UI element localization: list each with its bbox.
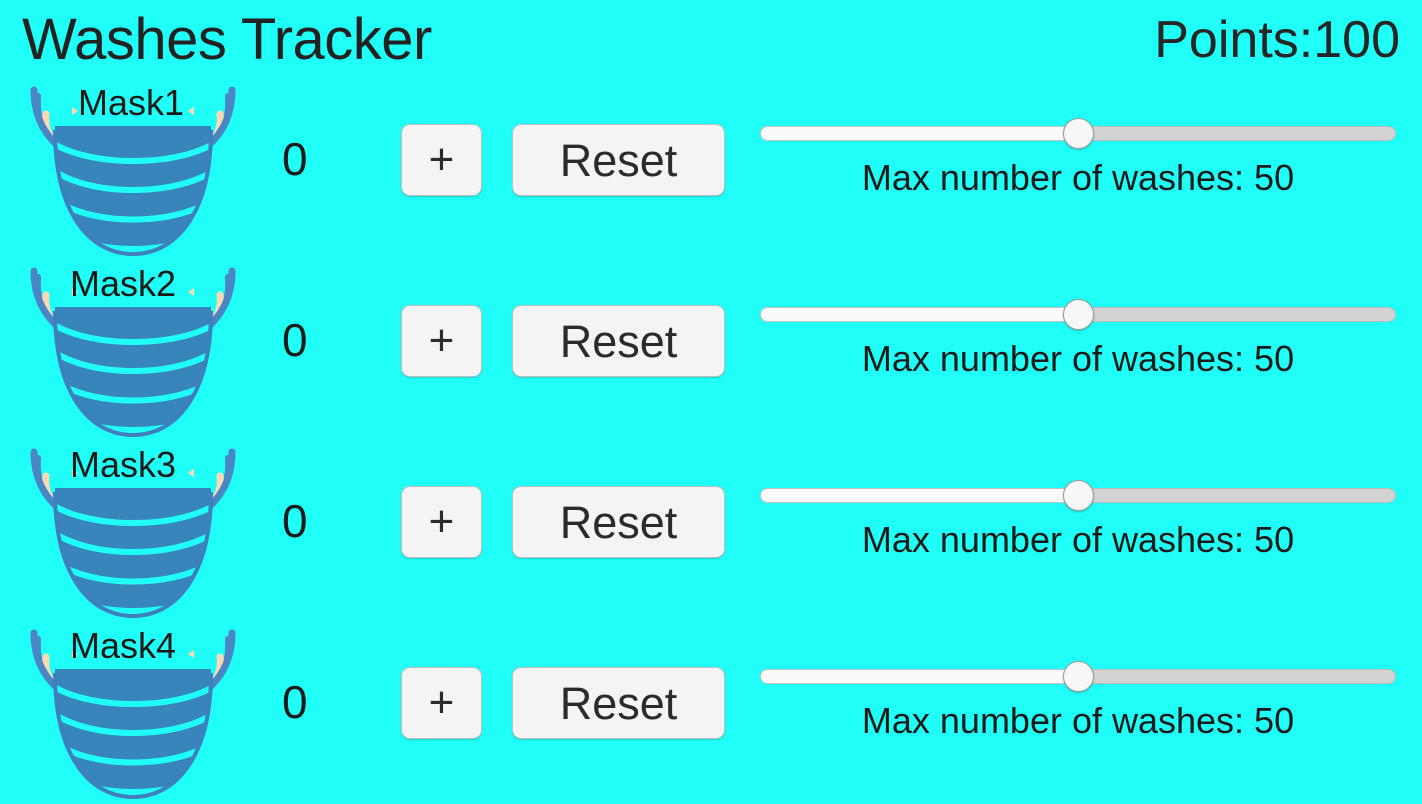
slider-thumb-3[interactable] bbox=[1063, 480, 1094, 511]
increment-button-3[interactable]: + bbox=[401, 486, 482, 558]
max-washes-slider-area: Max number of washes: 50 bbox=[760, 110, 1396, 240]
max-washes-caption-2: Max number of washes: 50 bbox=[861, 338, 1295, 379]
slider-fill bbox=[760, 669, 1078, 684]
reset-button-1[interactable]: Reset bbox=[512, 124, 725, 196]
mask-icon-2: Mask2 bbox=[14, 263, 252, 441]
slider-fill bbox=[760, 307, 1078, 322]
mask-row-2: Mask2 0 + Reset Max number of washes: 50 bbox=[0, 261, 1422, 442]
max-washes-slider-area: Max number of washes: 50 bbox=[760, 472, 1396, 602]
wash-count-1: 0 bbox=[282, 133, 308, 185]
mask-icon-4: Mask4 bbox=[14, 625, 252, 803]
mask-row-1: Mask1 0 + Reset Max number of washes: 50 bbox=[0, 80, 1422, 261]
wash-count-2: 0 bbox=[282, 314, 308, 366]
increment-button-2[interactable]: + bbox=[401, 305, 482, 377]
reset-button-3[interactable]: Reset bbox=[512, 486, 725, 558]
page-title: Washes Tracker bbox=[22, 7, 432, 72]
points-display: Points:100 bbox=[1154, 14, 1400, 66]
mask-rows-container: Mask1 0 + Reset Max number of washes: 50 bbox=[0, 80, 1422, 804]
slider-fill bbox=[760, 126, 1078, 141]
mask-row-3: Mask3 0 + Reset Max number of washes: 50 bbox=[0, 442, 1422, 623]
max-washes-caption-4: Max number of washes: 50 bbox=[861, 700, 1295, 741]
slider-fill bbox=[760, 488, 1078, 503]
slider-thumb-1[interactable] bbox=[1063, 118, 1094, 149]
max-washes-slider-1[interactable] bbox=[760, 110, 1396, 156]
mask-icon-1: Mask1 bbox=[14, 82, 252, 260]
mask-row-4: Mask4 0 + Reset Max number of washes: 50 bbox=[0, 623, 1422, 804]
max-washes-slider-area: Max number of washes: 50 bbox=[760, 653, 1396, 783]
reset-button-2[interactable]: Reset bbox=[512, 305, 725, 377]
wash-count-4: 0 bbox=[282, 676, 308, 728]
increment-button-4[interactable]: + bbox=[401, 667, 482, 739]
max-washes-caption-3: Max number of washes: 50 bbox=[861, 519, 1295, 560]
slider-thumb-4[interactable] bbox=[1063, 661, 1094, 692]
max-washes-caption-1: Max number of washes: 50 bbox=[861, 157, 1295, 198]
mask-icon-3: Mask3 bbox=[14, 444, 252, 622]
wash-count-3: 0 bbox=[282, 495, 308, 547]
app-header: Washes Tracker Points:100 bbox=[0, 0, 1422, 80]
max-washes-slider-3[interactable] bbox=[760, 472, 1396, 518]
points-value: 100 bbox=[1313, 11, 1400, 69]
max-washes-slider-4[interactable] bbox=[760, 653, 1396, 699]
max-washes-slider-2[interactable] bbox=[760, 291, 1396, 337]
slider-thumb-2[interactable] bbox=[1063, 299, 1094, 330]
max-washes-slider-area: Max number of washes: 50 bbox=[760, 291, 1396, 421]
reset-button-4[interactable]: Reset bbox=[512, 667, 725, 739]
points-label: Points: bbox=[1154, 11, 1314, 69]
increment-button-1[interactable]: + bbox=[401, 124, 482, 196]
